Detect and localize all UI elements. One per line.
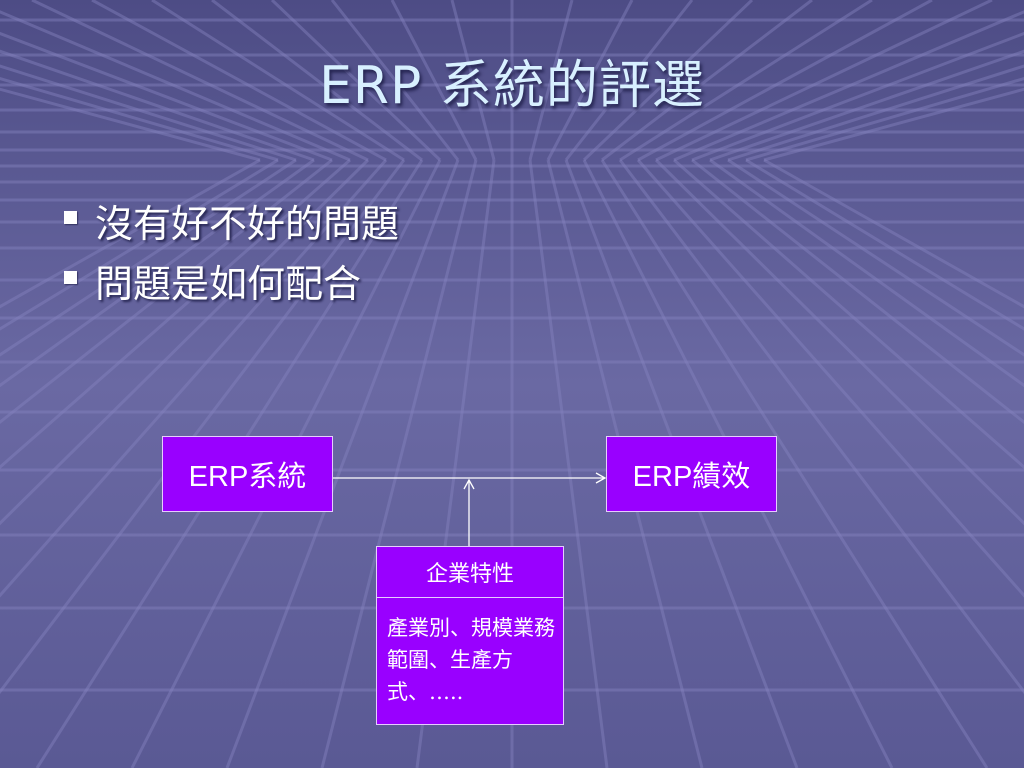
node-erp-performance: ERP績效 xyxy=(606,436,777,512)
node-enterprise-traits-header: 企業特性 xyxy=(377,547,563,598)
bullet-item: 問題是如何配合 xyxy=(64,250,399,310)
bullet-list: 沒有好不好的問題 問題是如何配合 xyxy=(64,190,399,310)
square-bullet-icon xyxy=(64,270,77,284)
bullet-item: 沒有好不好的問題 xyxy=(64,190,399,250)
node-erp-system: ERP系統 xyxy=(162,436,333,512)
node-enterprise-traits: 企業特性 產業別、規模業務範圍、生產方式、….. xyxy=(376,546,564,725)
node-erp-system-label: ERP系統 xyxy=(188,461,307,493)
slide-title: ERP 系統的評選 xyxy=(319,56,705,116)
square-bullet-icon xyxy=(64,210,77,224)
bullet-text: 沒有好不好的問題 xyxy=(95,201,400,246)
node-erp-performance-label: ERP績效 xyxy=(632,461,751,493)
bullet-text: 問題是如何配合 xyxy=(95,261,362,306)
node-enterprise-traits-body: 產業別、規模業務範圍、生產方式、….. xyxy=(387,616,555,704)
